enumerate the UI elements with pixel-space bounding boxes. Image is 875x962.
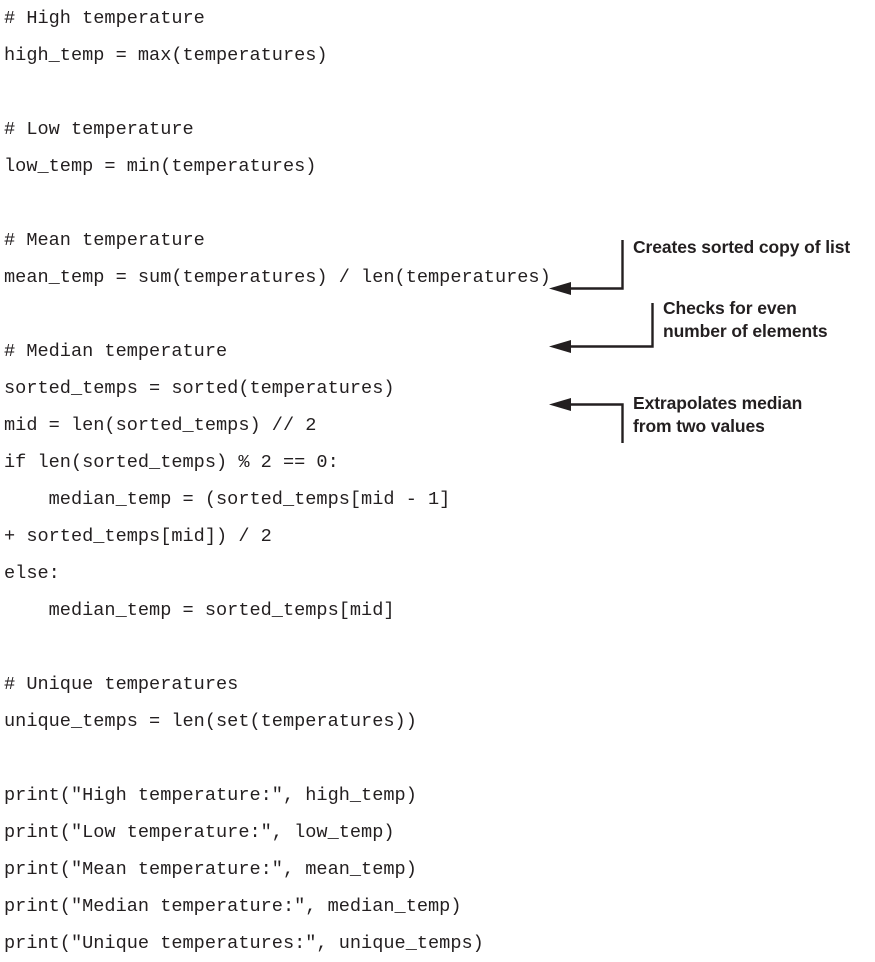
code-line: # Unique temperatures <box>4 674 239 695</box>
code-line-blank <box>4 74 624 111</box>
code-listing: # High temperature high_temp = max(temper… <box>4 0 624 962</box>
code-line: median_temp = (sorted_temps[mid - 1] <box>4 489 451 510</box>
code-figure: # High temperature high_temp = max(temper… <box>4 8 851 954</box>
code-line-median-continued: + sorted_temps[mid]) / 2 <box>4 526 272 547</box>
code-line: # Mean temperature <box>4 230 205 251</box>
code-line-blank <box>4 740 624 777</box>
code-line-blank <box>4 296 624 333</box>
code-line: mid = len(sorted_temps) // 2 <box>4 415 317 436</box>
code-line-sorted-temps: sorted_temps = sorted(temperatures) <box>4 378 395 399</box>
code-line: median_temp = sorted_temps[mid] <box>4 600 395 621</box>
code-line-blank <box>4 185 624 222</box>
code-line: # High temperature <box>4 8 205 29</box>
code-line: unique_temps = len(set(temperatures)) <box>4 711 417 732</box>
code-line: print("Median temperature:", median_temp… <box>4 896 462 917</box>
code-line: # Low temperature <box>4 119 194 140</box>
code-line-if-even: if len(sorted_temps) % 2 == 0: <box>4 452 339 473</box>
code-line: print("Mean temperature:", mean_temp) <box>4 859 417 880</box>
code-line: print("Unique temperatures:", unique_tem… <box>4 933 484 954</box>
callout-label-checks-for-even: Checks for even number of elements <box>663 298 828 341</box>
callout-label-creates-sorted-copy: Creates sorted copy of list <box>633 237 851 257</box>
code-line: print("Low temperature:", low_temp) <box>4 822 395 843</box>
code-line: print("High temperature:", high_temp) <box>4 785 417 806</box>
code-line: else: <box>4 563 60 584</box>
code-line: # Median temperature <box>4 341 228 362</box>
code-line: low_temp = min(temperatures) <box>4 156 317 177</box>
callout-label-extrapolates-median: Extrapolates median from two values <box>633 393 803 436</box>
code-line: high_temp = max(temperatures) <box>4 45 328 66</box>
code-line: mean_temp = sum(temperatures) / len(temp… <box>4 267 551 288</box>
code-line-blank <box>4 629 624 666</box>
